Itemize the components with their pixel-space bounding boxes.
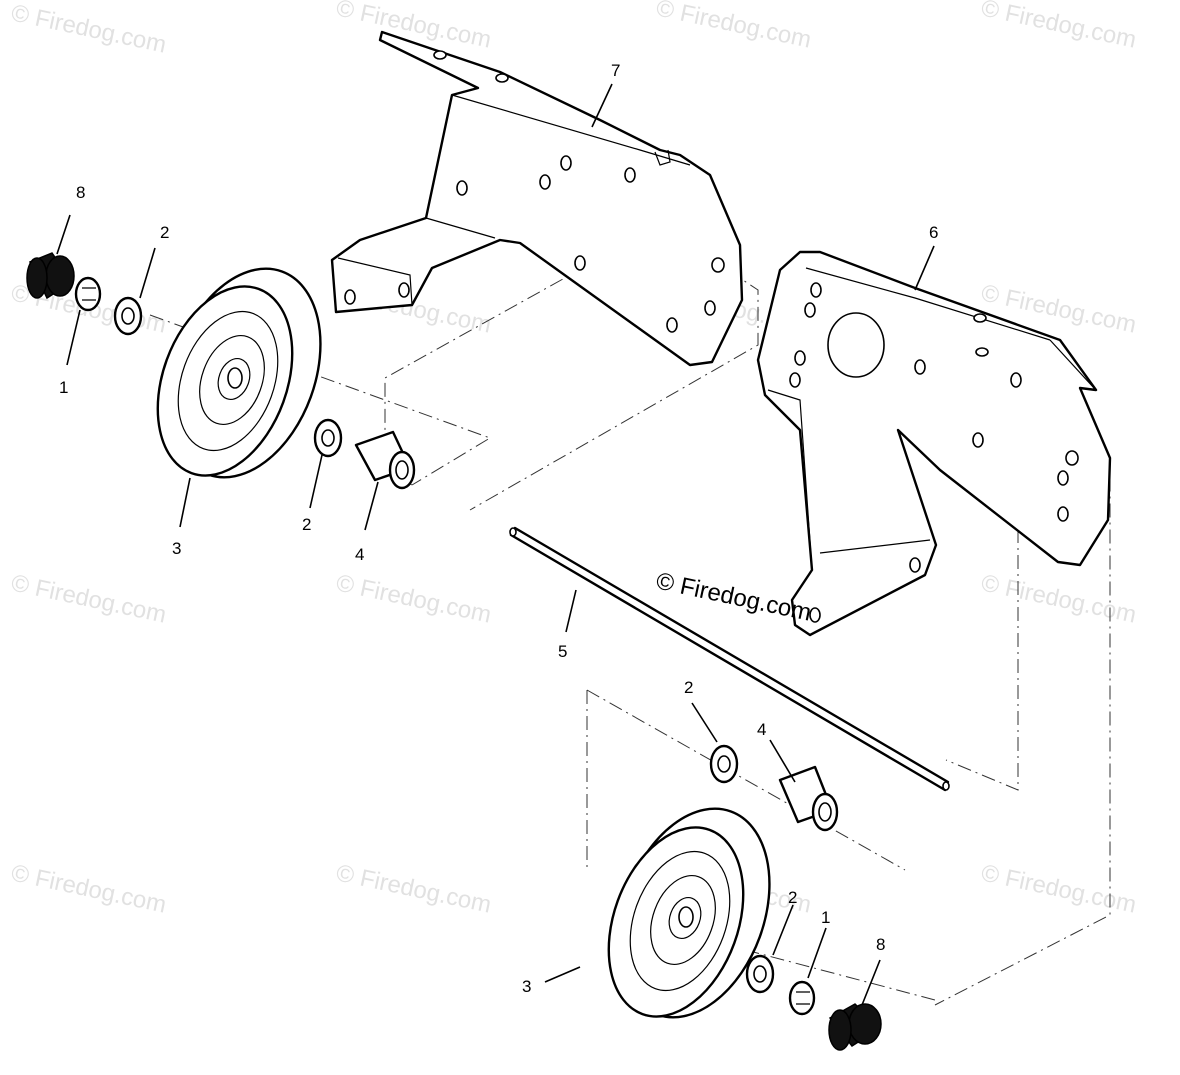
washer-part-2-upper-left (113, 296, 143, 336)
spacer-part-4-lower (778, 765, 839, 832)
callout-2: 2 (684, 678, 693, 697)
watermark: © Firedog.com (334, 859, 494, 918)
callout-6: 6 (929, 223, 938, 242)
callout-4: 4 (355, 545, 364, 564)
callout-8: 8 (876, 935, 885, 954)
callout-1: 1 (821, 908, 830, 927)
watermark: © Firedog.com (979, 0, 1139, 54)
leader-lines (56, 83, 935, 1006)
watermark: © Firedog.com (9, 569, 169, 628)
axle-rod-part-5 (509, 526, 950, 792)
spacer-part-4-upper (354, 430, 416, 490)
clip-part-1-lower (788, 980, 816, 1016)
cap-part-8-upper (26, 252, 75, 300)
watermark: © Firedog.com (654, 0, 814, 54)
watermark: © Firedog.com (979, 569, 1139, 628)
callout-2: 2 (788, 888, 797, 907)
callout-8: 8 (76, 183, 85, 202)
copyright-text: © Firedog.com (654, 567, 814, 626)
bracket-part-6 (756, 250, 1112, 637)
washer-part-2-lower-right (745, 954, 775, 994)
watermark: © Firedog.com (979, 859, 1139, 918)
watermark: © Firedog.com (9, 859, 169, 918)
washer-part-2-upper-right (313, 418, 343, 458)
callout-3: 3 (172, 539, 181, 558)
washer-part-2-lower-left (709, 744, 739, 784)
wheel-part-3-lower (607, 807, 771, 1019)
callout-2: 2 (302, 515, 311, 534)
callout-7: 7 (611, 61, 620, 80)
callout-1: 1 (59, 378, 68, 397)
callout-5: 5 (558, 642, 567, 661)
clip-part-1-upper (74, 276, 102, 312)
cap-part-8-lower (828, 1003, 882, 1051)
callout-2: 2 (160, 223, 169, 242)
callouts: 8 2 1 3 2 4 7 6 5 2 4 2 1 3 8 (59, 61, 938, 996)
watermark: © Firedog.com (9, 0, 169, 59)
bracket-part-7 (330, 30, 744, 367)
callout-3: 3 (522, 977, 531, 996)
wheel-part-3-upper (156, 267, 322, 479)
watermark: © Firedog.com (334, 569, 494, 628)
callout-4: 4 (757, 720, 766, 739)
